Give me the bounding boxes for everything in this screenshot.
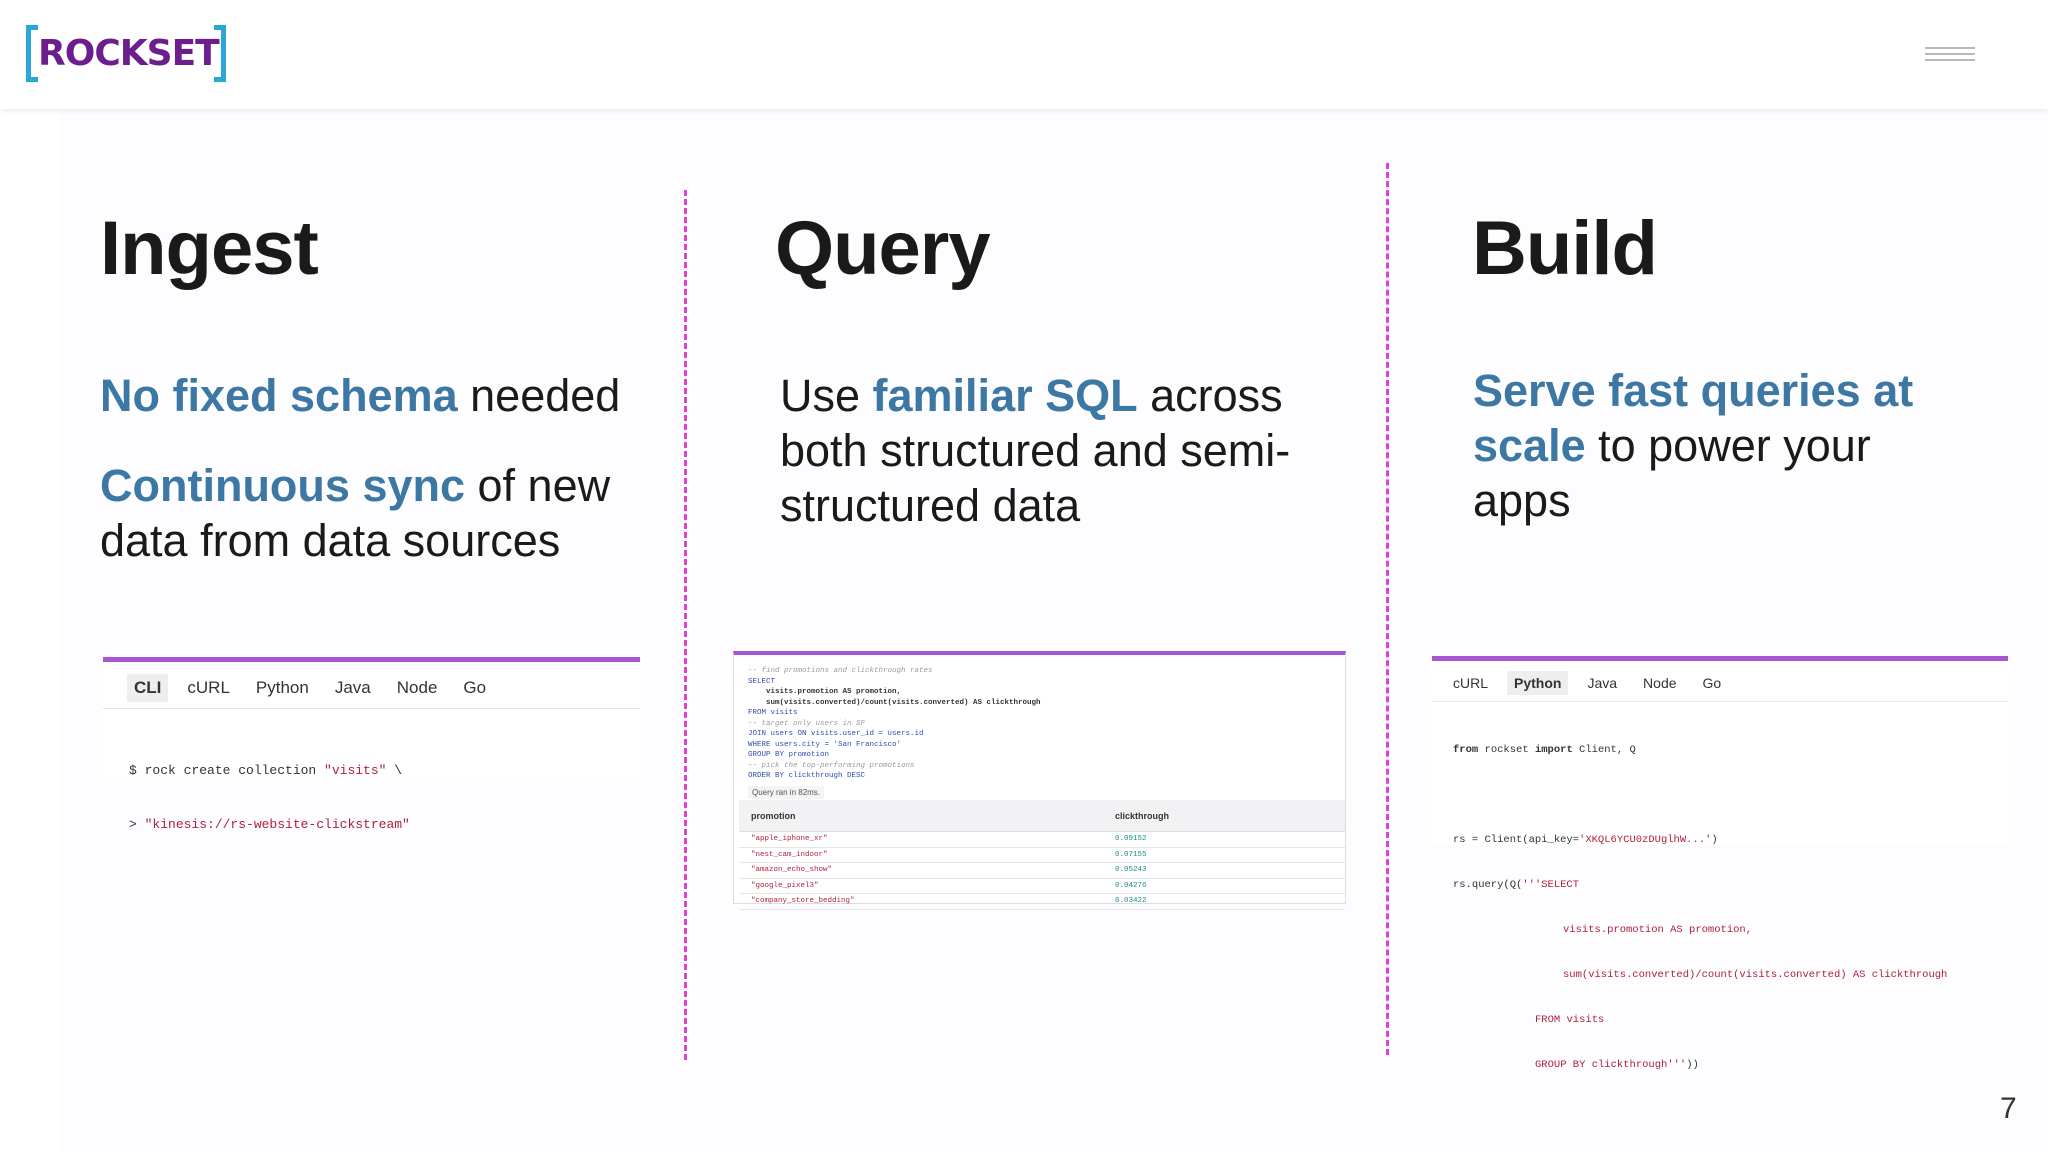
logo-text: ROCKSET (38, 33, 220, 74)
ingest-language-tabs: CLI cURL Python Java Node Go (127, 674, 505, 702)
results-table: promotion clickthrough "apple_iphone_xr"… (739, 800, 1345, 910)
ingest-point-2-highlight: Continuous sync (100, 460, 466, 511)
build-point-rest: to power your apps (1473, 420, 1871, 526)
ingest-cli-code: $ rock create collection "visits" \ > "k… (129, 763, 410, 832)
rockset-logo[interactable]: ROCKSET (26, 25, 226, 82)
tab-node[interactable]: Node (396, 678, 438, 697)
tab-node[interactable]: Node (1643, 675, 1677, 691)
build-language-tabs: cURL Python Java Node Go (1446, 671, 1740, 695)
query-point: Use familiar SQL across both structured … (780, 368, 1320, 533)
ingest-point-1-rest: needed (457, 370, 621, 421)
build-code-panel: cURL Python Java Node Go from rockset im… (1432, 656, 2008, 1071)
tab-cli[interactable]: CLI (127, 674, 169, 702)
col-header-clickthrough[interactable]: clickthrough (1115, 811, 1170, 821)
table-row: "apple_iphone_xr" 0.09152 (739, 832, 1345, 848)
tab-python[interactable]: Python (255, 678, 309, 697)
query-point-highlight: familiar SQL (872, 370, 1138, 421)
slide-area (62, 109, 2048, 1152)
column-divider-1 (684, 190, 687, 1060)
tab-java[interactable]: Java (1587, 675, 1618, 691)
col-header-promotion[interactable]: promotion (751, 811, 796, 821)
tab-python[interactable]: Python (1507, 671, 1569, 695)
tab-curl[interactable]: cURL (1453, 675, 1489, 691)
sql-editor[interactable]: -- find promotions and clickthrough rate… (748, 667, 1041, 780)
query-editor-panel: -- find promotions and clickthrough rate… (733, 651, 1346, 910)
table-row: "nest_cam_indoor" 0.07155 (739, 848, 1345, 863)
build-point-highlight: Serve fast queries at scale (1473, 365, 1914, 471)
build-point: Serve fast queries at scale to power you… (1473, 363, 1953, 528)
hamburger-menu-icon[interactable] (1925, 47, 1975, 65)
build-title: Build (1472, 206, 1658, 291)
logo-left-bracket (26, 25, 38, 82)
results-header: promotion clickthrough (739, 800, 1345, 832)
tab-java[interactable]: Java (334, 678, 371, 697)
ingest-point-1-highlight: No fixed schema (100, 370, 458, 421)
ingest-point-2: Continuous sync of new data from data so… (100, 458, 640, 568)
query-title: Query (775, 206, 991, 291)
ingest-point-2-rest: of new data from data sources (100, 460, 611, 566)
query-status: Query ran in 82ms. (748, 786, 825, 799)
page-number: 7 (2000, 1092, 2017, 1125)
column-divider-2 (1386, 163, 1389, 1055)
tab-go[interactable]: Go (1702, 675, 1722, 691)
tab-go[interactable]: Go (463, 678, 487, 697)
header-bar: ROCKSET (0, 0, 2048, 109)
ingest-title: Ingest (100, 206, 319, 291)
table-row: "company_store_bedding" 0.03422 (739, 894, 1345, 910)
query-point-pre: Use (780, 370, 873, 421)
build-python-code: from rockset import Client, Q rs = Clien… (1453, 744, 1948, 1071)
table-row: "google_pixel3" 0.04276 (739, 879, 1345, 894)
logo-right-bracket (214, 25, 226, 82)
query-point-rest: across both structured and semi-structur… (780, 370, 1291, 531)
tab-curl[interactable]: cURL (187, 678, 230, 697)
ingest-code-panel: CLI cURL Python Java Node Go $ rock crea… (103, 657, 640, 832)
ingest-point-1: No fixed schema needed (100, 368, 680, 423)
table-row: "amazon_echo_show" 0.05243 (739, 863, 1345, 879)
